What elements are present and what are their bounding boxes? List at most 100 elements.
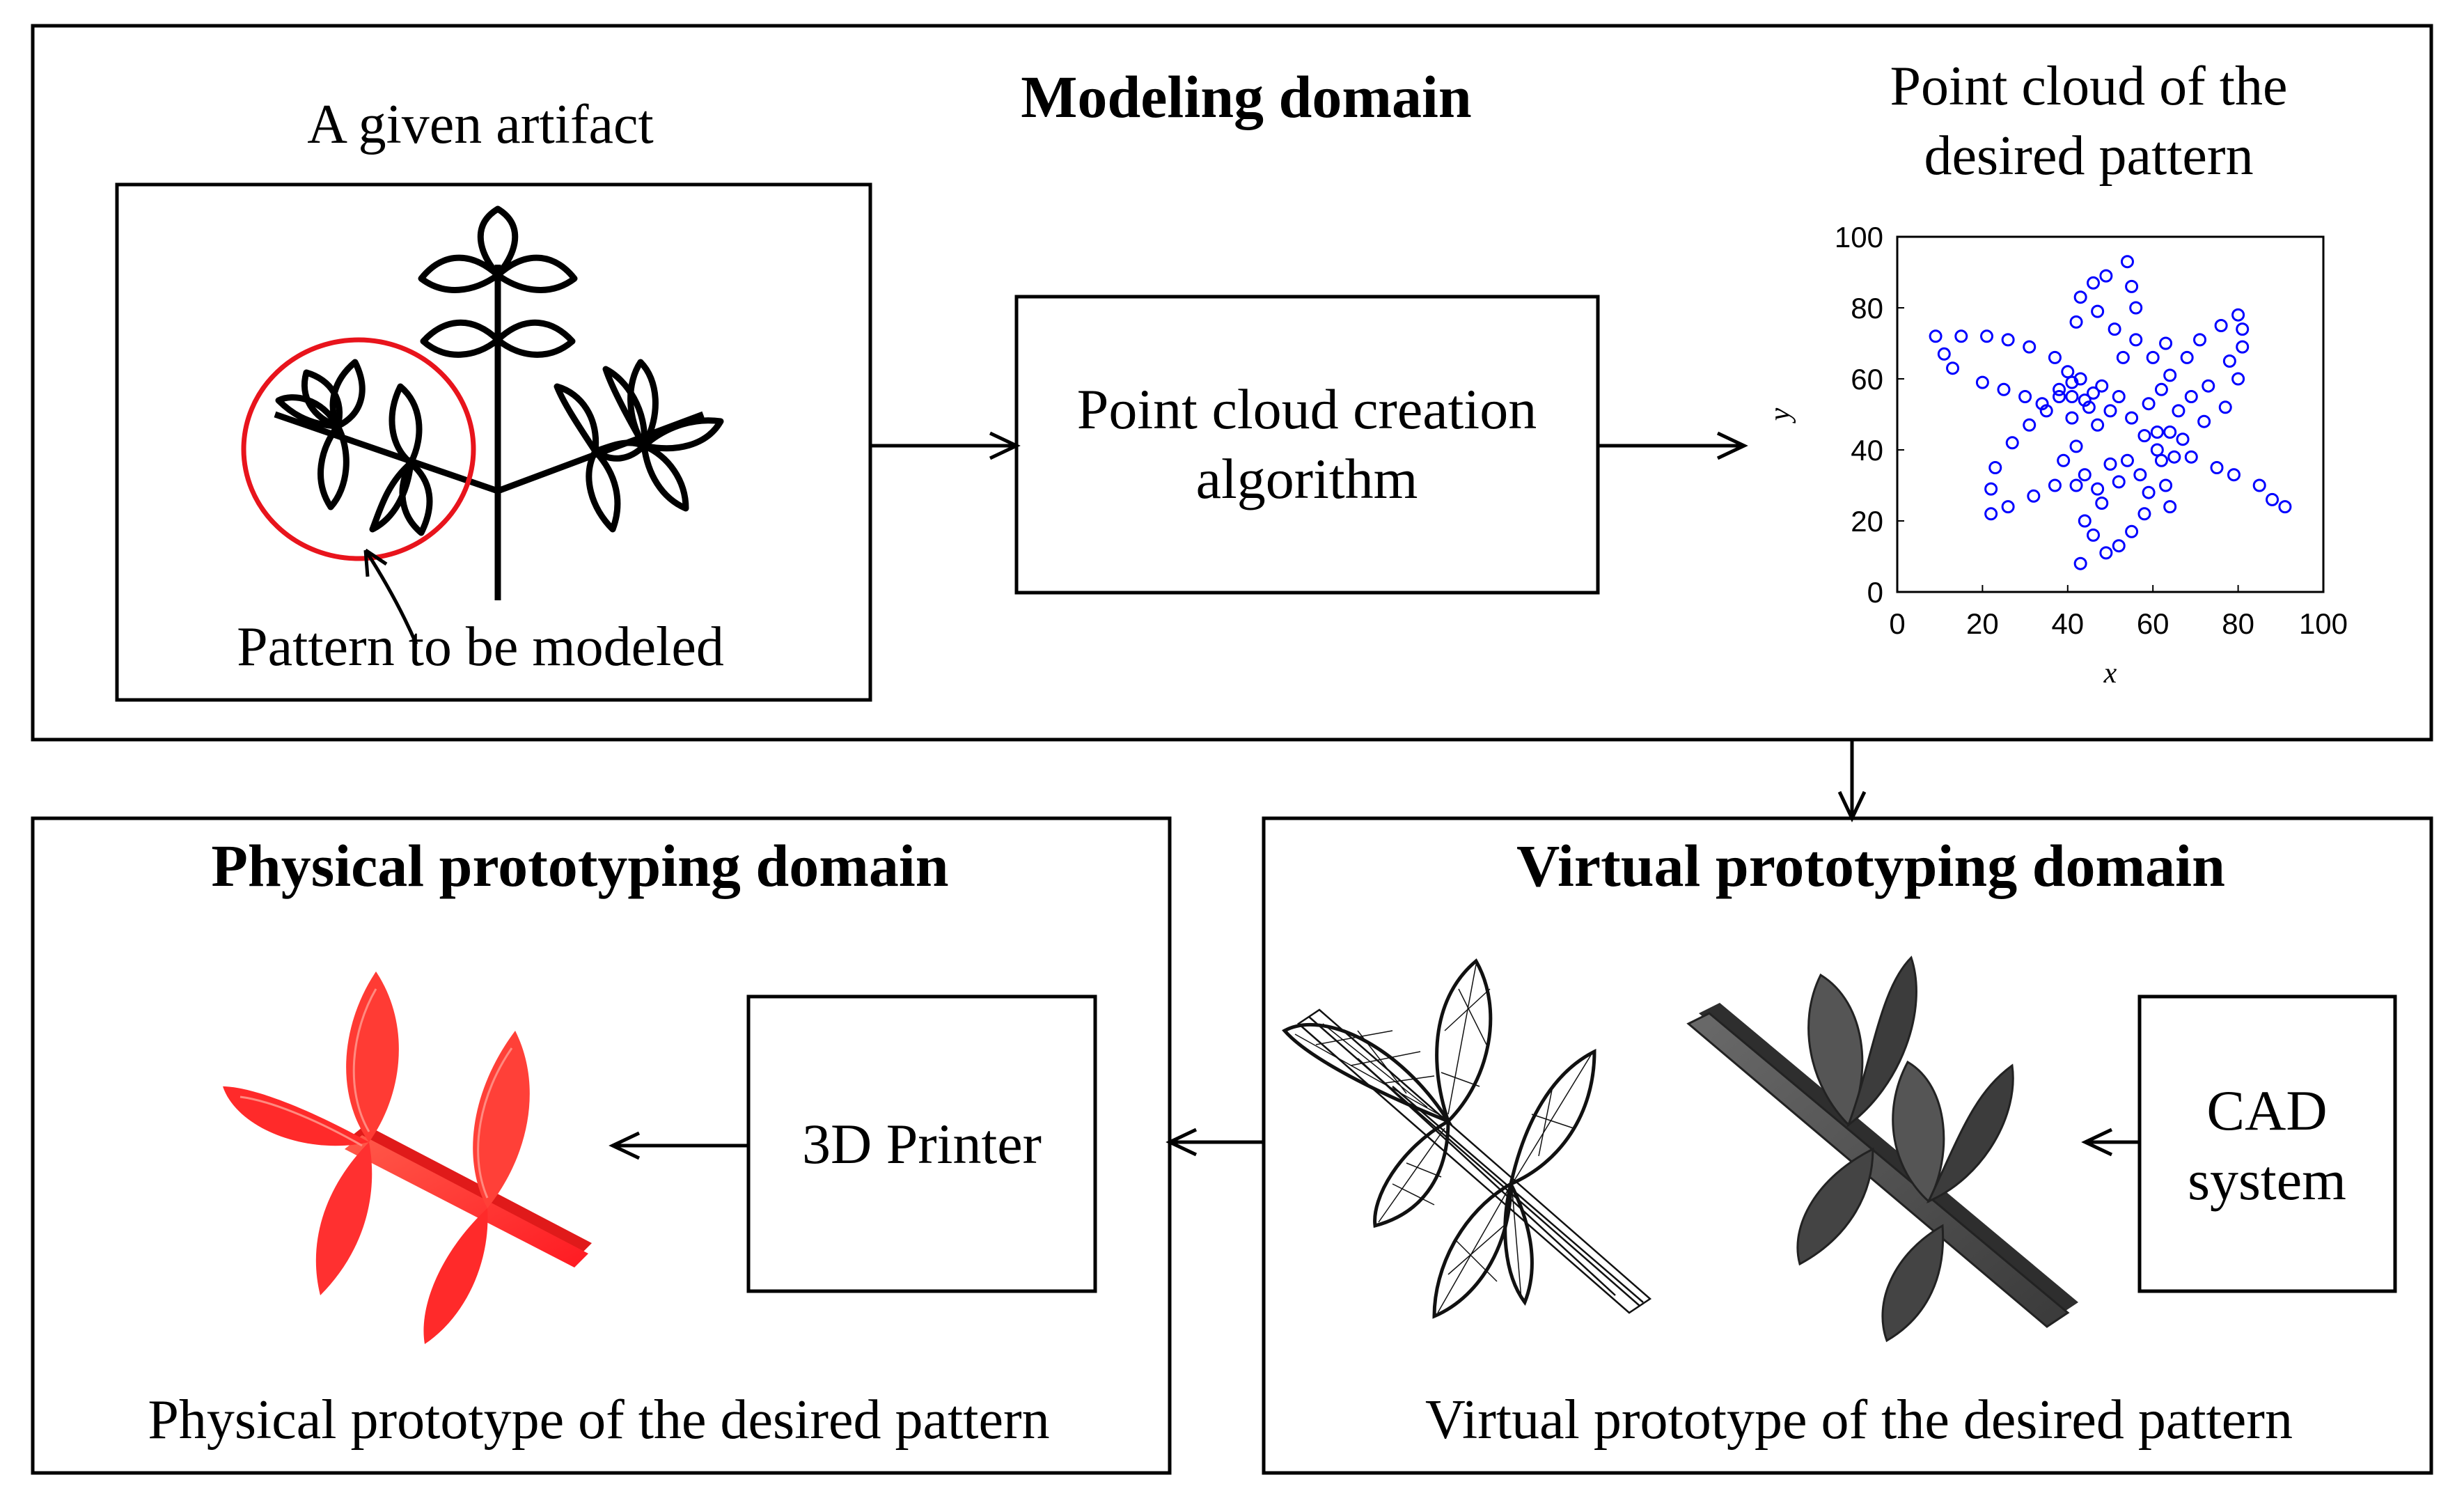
arrow-modeling-to-virtual — [1837, 740, 1867, 822]
scatter-point — [2057, 453, 2071, 467]
scatter-point — [2129, 301, 2143, 315]
scatter-point — [2112, 390, 2126, 403]
x-axis-label: x — [2103, 657, 2117, 689]
cad-system-box — [2137, 994, 2397, 1293]
physical-caption: Physical prototype of the desired patter… — [148, 1389, 1049, 1451]
scatter-point — [2142, 397, 2156, 411]
scatter-point — [2023, 340, 2037, 354]
scatter-point — [2001, 500, 2015, 514]
arrow-printer-to-part — [609, 1131, 748, 1160]
x-tick-label: 20 — [1966, 607, 1999, 640]
scatter-point — [2252, 478, 2266, 492]
scatter-point — [2184, 450, 2198, 464]
point-cloud-title-line2: desired pattern — [1924, 125, 2253, 187]
artifact-plant-drawing — [274, 205, 724, 600]
scatter-point — [1929, 329, 1943, 343]
scatter-point — [2180, 350, 2194, 364]
x-tick-label: 0 — [1889, 607, 1905, 640]
scatter-point — [2069, 478, 2083, 492]
scatter-point — [2039, 404, 2053, 418]
scatter-point — [2120, 453, 2134, 467]
scatter-point — [2078, 468, 2092, 482]
y-tick-label: 0 — [1867, 576, 1883, 609]
scatter-point — [2184, 390, 2198, 403]
scatter-point — [2027, 489, 2041, 503]
scatter-point — [2150, 426, 2164, 439]
scatter-point — [2103, 404, 2117, 418]
scatter-point — [2116, 350, 2130, 364]
arrow-algorithm-to-cloud — [1598, 431, 1748, 460]
scatter-point — [2159, 478, 2173, 492]
physical-domain-title: Physical prototyping domain — [211, 832, 948, 899]
scatter-point — [2218, 400, 2232, 414]
scatter-point — [2087, 386, 2101, 400]
algorithm-label-line1: Point cloud creation — [1077, 377, 1537, 441]
scatter-point — [2018, 390, 2032, 403]
scatter-point — [2069, 315, 2083, 329]
point-cloud-title-line1: Point cloud of the — [1890, 56, 2287, 117]
arrow-cad-to-model — [2081, 1128, 2140, 1157]
scatter-point — [2163, 426, 2177, 439]
scatter-point — [2078, 393, 2092, 407]
algorithm-box — [1014, 295, 1600, 595]
virtual-domain-title: Virtual prototyping domain — [1516, 832, 2225, 899]
scatter-point — [2073, 372, 2087, 386]
scatter-point — [2193, 333, 2207, 347]
scatter-point — [2236, 322, 2250, 336]
scatter-point — [2053, 382, 2066, 396]
scatter-point — [2210, 461, 2224, 474]
scatter-point — [2154, 453, 2168, 467]
scatter-point — [2069, 439, 2083, 453]
scatter-point — [2061, 365, 2075, 379]
scatter-point — [2125, 524, 2139, 538]
scatter-point — [2073, 290, 2087, 304]
wireframe-mesh-model — [1282, 958, 1652, 1319]
pattern-pointer-arrow — [363, 548, 418, 645]
scatter-point — [2133, 468, 2147, 482]
x-tick-label: 100 — [2299, 607, 2348, 640]
scatter-point — [2048, 478, 2062, 492]
y-tick-label: 80 — [1851, 292, 1883, 325]
artifact-label: A given artifact — [307, 94, 654, 155]
modeling-domain-panel: Modeling domain A given artifact — [31, 24, 2433, 742]
scatter-point — [2231, 372, 2245, 386]
scatter-point — [2073, 556, 2087, 570]
scatter-point — [2176, 432, 2190, 446]
scatter-point — [2001, 333, 2015, 347]
solid-cad-model — [1686, 955, 2078, 1343]
scatter-point — [2099, 546, 2113, 560]
scatter-point — [2125, 411, 2139, 425]
scatter-point — [2159, 336, 2173, 350]
virtual-domain-panel: Virtual prototyping domain CAD system — [1262, 816, 2433, 1475]
scatter-point — [2095, 379, 2109, 393]
y-tick-label: 40 — [1851, 434, 1883, 467]
scatter-point — [2172, 404, 2186, 418]
y-tick-label: 20 — [1851, 505, 1883, 538]
cad-label-line2: system — [2188, 1148, 2346, 1212]
3d-printer-label: 3D Printer — [802, 1112, 1042, 1176]
scatter-point — [2087, 528, 2101, 542]
scatter-point — [2082, 400, 2096, 414]
scatter-points — [1929, 255, 2292, 570]
scatter-point — [2125, 279, 2139, 293]
scatter-point — [2108, 322, 2121, 336]
x-tick-label: 80 — [2222, 607, 2254, 640]
cad-label-line1: CAD — [2206, 1079, 2327, 1142]
scatter-point — [1988, 461, 2002, 474]
x-tick-label: 60 — [2137, 607, 2169, 640]
scatter-point — [2214, 319, 2228, 332]
scatter-point — [2236, 340, 2250, 354]
scatter-point — [2065, 390, 2079, 403]
scatter-point — [2278, 500, 2292, 514]
scatter-point — [1984, 482, 1998, 496]
scatter-point — [2103, 457, 2117, 471]
scatter-point — [2163, 500, 2177, 514]
scatter-point — [1980, 329, 1994, 343]
scatter-point — [2065, 411, 2079, 425]
artifact-box — [115, 182, 872, 702]
modeling-domain-frame — [31, 24, 2433, 742]
scatter-point — [2095, 497, 2109, 510]
